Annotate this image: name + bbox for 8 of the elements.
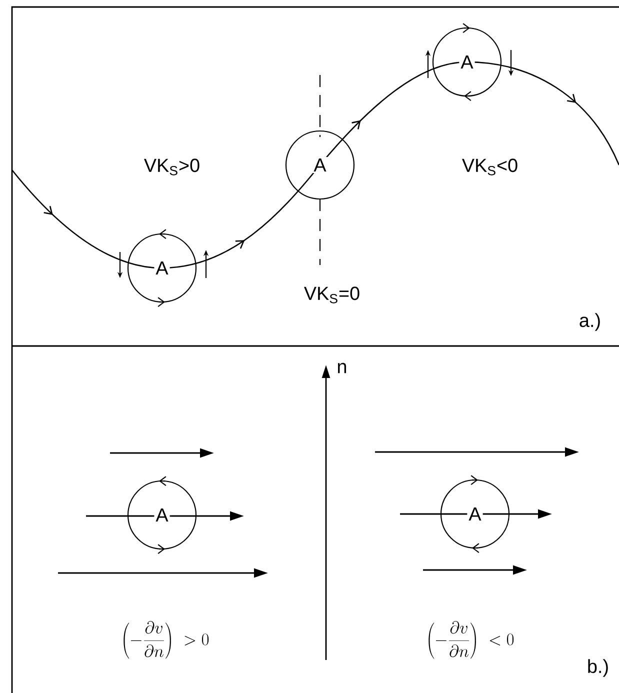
axis-label: n: [338, 362, 346, 374]
panel-label: b.): [588, 659, 608, 677]
condition-label: VK$_{S}$=0: [304, 286, 360, 304]
condition-label: VK$_{S}$>0: [144, 158, 200, 176]
formula: $\left(-\frac{\partial v}{\partial n}\right)\;>0$: [124, 621, 209, 659]
panel-label: a.): [580, 313, 600, 331]
condition-label: VK$_{S}$<0: [462, 158, 518, 176]
formula: $\left(-\frac{\partial v}{\partial n}\right)\;<0$: [428, 621, 514, 659]
